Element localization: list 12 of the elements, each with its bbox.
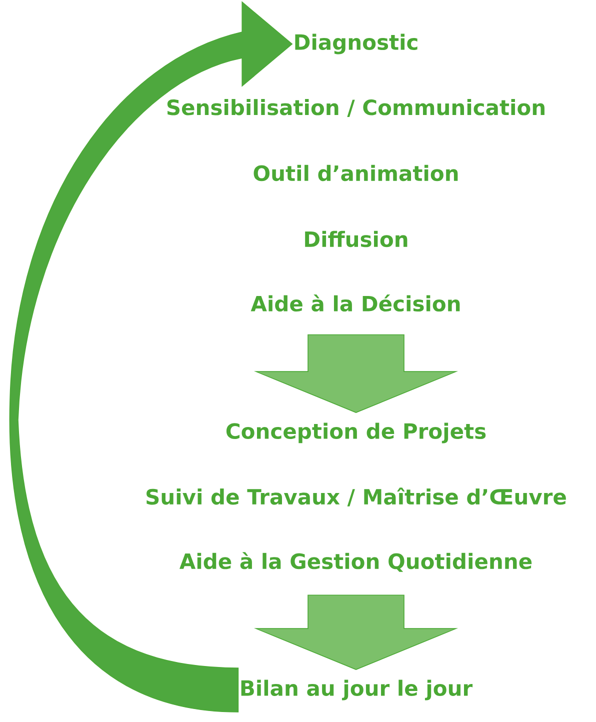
step-label: Suivi de Travaux / Maîtrise d’Œuvre xyxy=(146,488,566,506)
block-arrow xyxy=(254,334,458,413)
step-label: Conception de Projets xyxy=(226,422,486,444)
block-arrow xyxy=(254,594,458,670)
step-label: Diffusion xyxy=(305,230,408,248)
curved-arrow xyxy=(10,2,292,712)
step-label: Aide à la Décision xyxy=(250,294,460,312)
step-label: Outil d’animation xyxy=(254,164,458,182)
step-label: Diagnostic xyxy=(295,34,418,54)
step-label: Bilan au jour le jour xyxy=(241,680,473,700)
step-label: Aide à la Gestion Quotidienne xyxy=(180,552,532,572)
step-label: Sensibilisation / Communication xyxy=(167,99,544,117)
